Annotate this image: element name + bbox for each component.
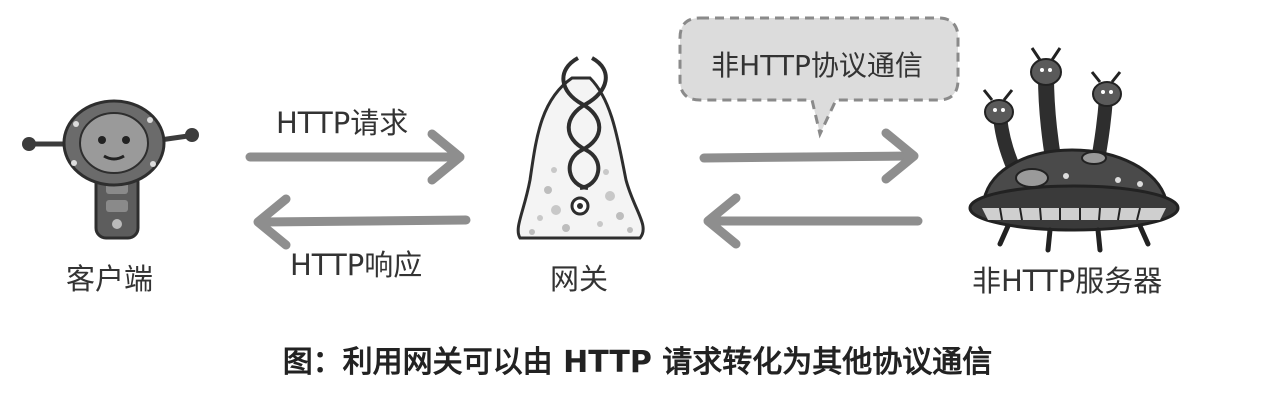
speech-bubble-icon [678, 16, 960, 139]
ufo-server-icon [968, 47, 1180, 253]
server-to-gateway-arrow-icon [703, 193, 923, 249]
bubble-label: 非HTTP协议通信 [711, 49, 923, 82]
request-arrow-icon [245, 129, 465, 185]
request-label: HTTP请求 [276, 106, 409, 140]
client-label: 客户端 [66, 262, 154, 296]
server-label: 非HTTP服务器 [972, 264, 1163, 298]
figure-caption: 图：利用网关可以由 HTTP 请求转化为其他协议通信 [282, 345, 993, 380]
response-arrow-icon [253, 194, 471, 250]
client-robot-icon [22, 99, 199, 240]
gateway-label: 网关 [550, 262, 609, 296]
gateway-creature-icon [516, 56, 645, 240]
response-label: HTTP响应 [290, 248, 423, 282]
gateway-to-server-arrow-icon [699, 128, 919, 184]
